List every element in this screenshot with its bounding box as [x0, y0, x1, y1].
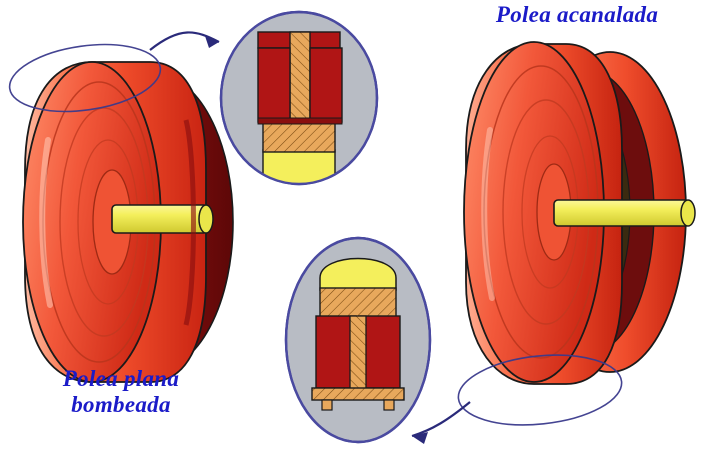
label-polea-acanalada: Polea acanalada: [495, 2, 659, 27]
callout-arrow-flat: [205, 36, 219, 48]
flat-crowned-pulley: [22, 61, 234, 383]
flat-pulley-section-detail: [219, 10, 379, 186]
callout-loop-flat: [8, 43, 162, 113]
shaft-left: [111, 204, 214, 234]
grooved-pulley: [463, 41, 696, 385]
v-groove-pulley-section-detail: [284, 236, 432, 444]
callout-leader-grooved: [411, 401, 471, 438]
callout-arrow-grooved: [412, 432, 428, 444]
callout-leader-flat: [149, 31, 220, 51]
shaft-right: [553, 199, 696, 227]
callout-loop-grooved: [457, 354, 623, 426]
label-polea-plana-bombeada: Polea plana bombeada: [62, 366, 180, 417]
